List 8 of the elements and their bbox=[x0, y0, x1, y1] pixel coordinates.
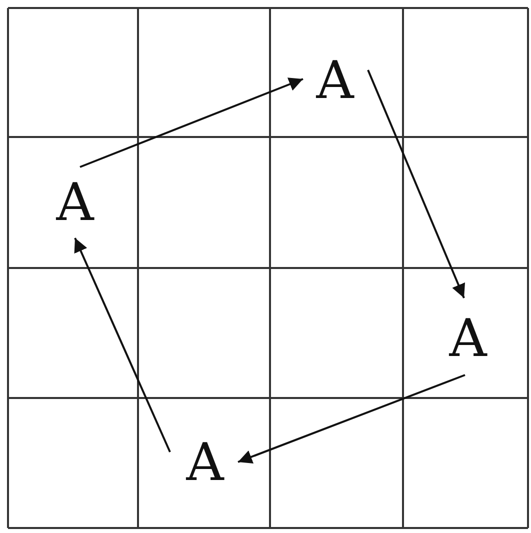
letter-label: A bbox=[305, 50, 365, 112]
letter-label: A bbox=[175, 432, 235, 494]
arrow bbox=[367, 70, 466, 298]
arrow bbox=[238, 374, 466, 464]
letter-label: A bbox=[438, 308, 498, 370]
letter-label: A bbox=[45, 172, 105, 234]
arrow bbox=[80, 78, 304, 168]
arrow bbox=[74, 238, 171, 452]
